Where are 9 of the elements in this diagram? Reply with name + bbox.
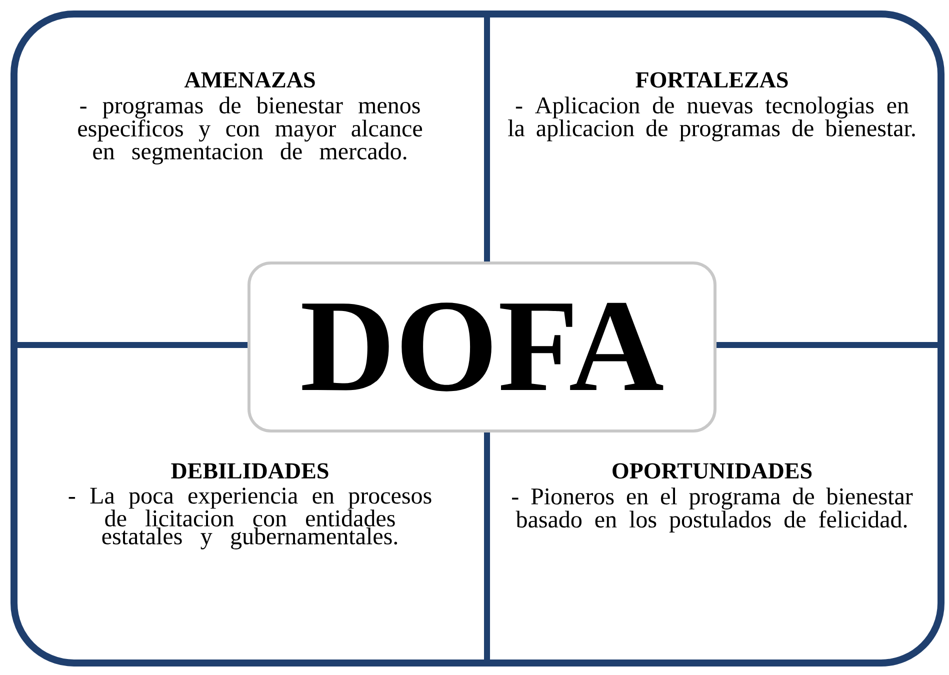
heading: AMENAZAS xyxy=(184,72,315,88)
heading: OPORTUNIDADES xyxy=(612,463,812,479)
body-text: - Pioneros en el programa de bienestar basado en los postulados de felicidad. xyxy=(512,488,913,532)
body-text: - programas de bienestar menos especificos y con mayor alcance en segmentacion de mercado. xyxy=(78,96,422,164)
heading: FORTALEZAS xyxy=(636,72,788,88)
title-box: DOFA xyxy=(248,262,717,432)
body-text: - La poca experiencia en procesos de licitacion con entidades estatales y gubernamentales. xyxy=(68,488,432,550)
heading: DEBILIDADES xyxy=(171,463,328,479)
body-text: - Aplicacion de nuevas tecnologias en la aplicacion de programas de bienestar. xyxy=(508,96,915,142)
